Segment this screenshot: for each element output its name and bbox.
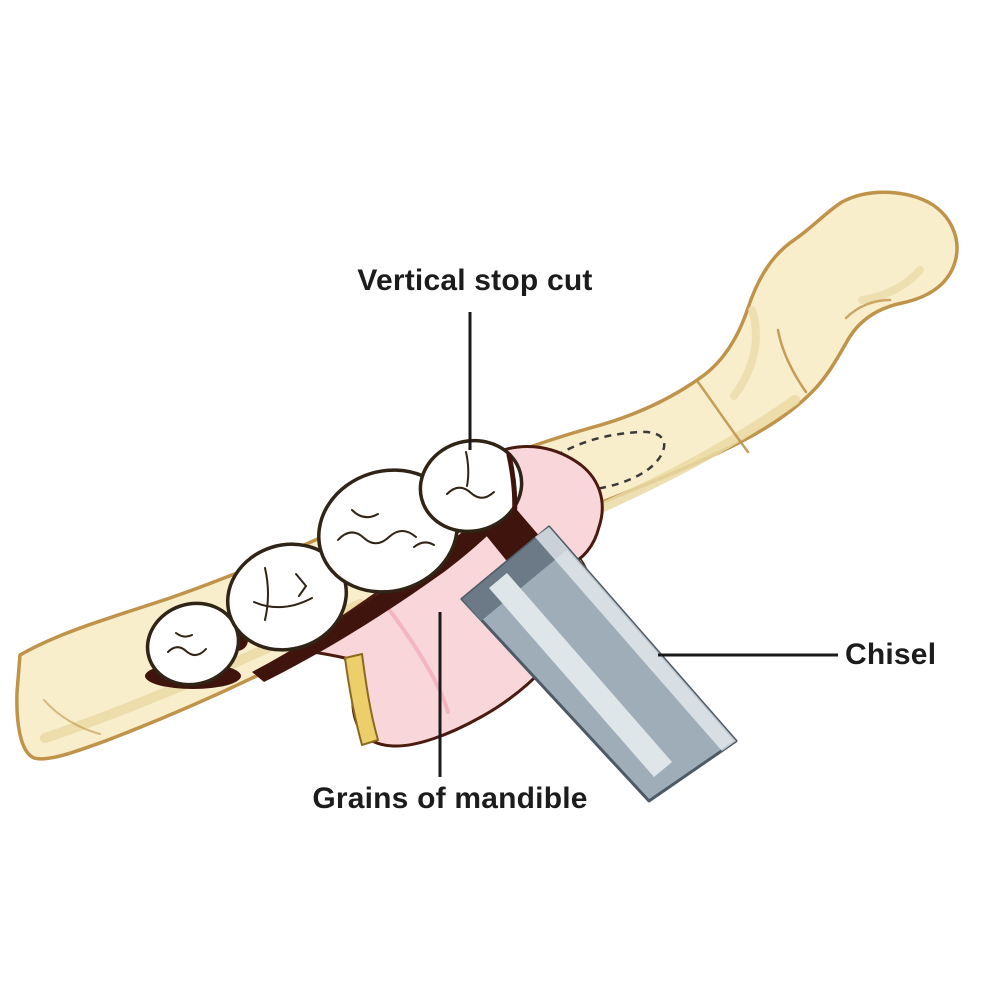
label-grains-of-mandible: Grains of mandible	[312, 782, 588, 815]
vertical-stop-cut-mark	[506, 452, 518, 523]
tooth-4-groove	[446, 451, 495, 499]
bone-crease-left-end	[43, 699, 101, 735]
label-chisel: Chisel	[845, 638, 937, 671]
chisel-highlight	[489, 573, 672, 777]
tooth-3-groove	[337, 509, 435, 548]
bone-crease-ramus-back	[776, 328, 808, 394]
tooth-2-groove	[253, 567, 313, 621]
impacted-region-dashed-outline	[534, 430, 666, 493]
bone-shadow-ramus	[730, 306, 760, 400]
flap-edge-yellow-strip	[343, 652, 380, 747]
chisel-top-glint	[535, 527, 736, 751]
label-vertical-stop-cut: Vertical stop cut	[357, 264, 593, 297]
chisel-tip-bevel	[462, 527, 568, 621]
bone-shadow-right	[580, 395, 800, 520]
gum-flap-crease	[380, 598, 450, 714]
tooth-4	[418, 438, 524, 534]
bone-shadow-condyle	[858, 266, 924, 304]
bone-crease-ramus-front	[696, 380, 750, 454]
bone-crease-neck	[844, 298, 892, 320]
tooth-1-groove	[167, 632, 207, 656]
